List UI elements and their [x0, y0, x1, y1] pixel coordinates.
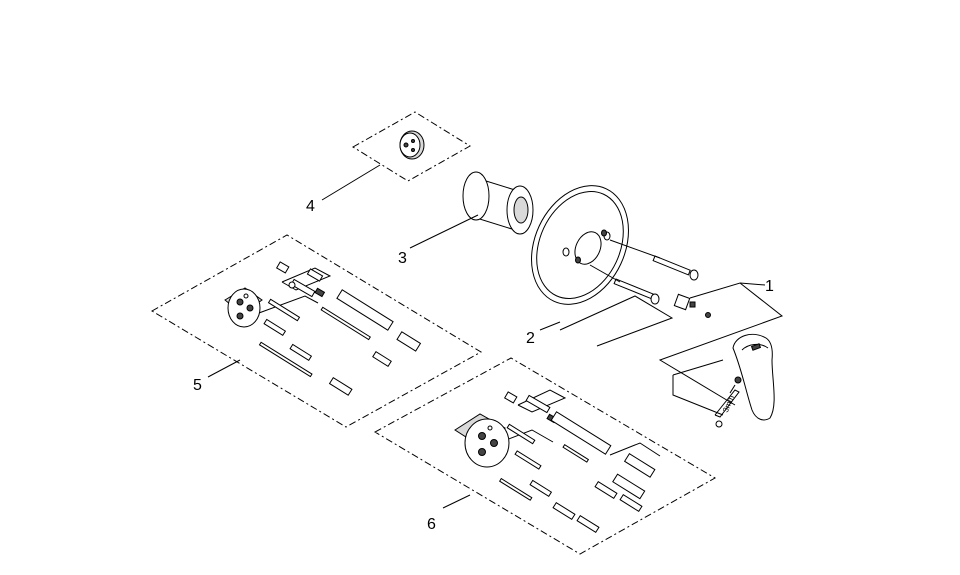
part-6-leader	[442, 494, 471, 509]
part-5-group	[151, 234, 482, 428]
part-4-leader	[321, 164, 381, 201]
callout-2: 2	[526, 330, 535, 347]
part-2-leader	[539, 321, 561, 331]
part-2-group	[531, 185, 699, 347]
part-4-frame	[352, 111, 471, 182]
part-1-bracket	[658, 282, 784, 406]
part-3-sleeve	[409, 171, 534, 249]
part-1-group: 3mm	[658, 282, 784, 428]
callout-1: 1	[765, 278, 774, 295]
part-5-cartridge	[224, 287, 263, 328]
part-4-disc	[399, 130, 425, 160]
callout-3: 3	[398, 250, 407, 267]
part-2-bracket	[559, 295, 674, 347]
part-5-frame	[151, 234, 482, 428]
hex-key-icon: 3mm	[714, 384, 740, 428]
part-6-small-parts	[498, 391, 656, 534]
part-4-group	[321, 111, 471, 201]
part-6-group	[373, 357, 717, 555]
part-3-leader	[409, 214, 479, 249]
hex-key-size-label: 3mm	[721, 394, 736, 414]
part-5-leader	[207, 359, 241, 378]
callout-6: 6	[427, 516, 436, 533]
handle-set-screw	[734, 376, 742, 384]
mounting-screw-upper	[652, 255, 699, 281]
callout-5: 5	[193, 377, 202, 394]
escutcheon-center-hole	[574, 231, 602, 265]
part-1-leader	[739, 282, 766, 286]
lever-handle	[732, 333, 775, 421]
handle-adapter	[673, 293, 711, 318]
part-6-frame	[373, 357, 717, 555]
part-5-small-parts	[258, 261, 422, 396]
callout-4: 4	[306, 198, 315, 215]
mounting-screw-lower	[613, 278, 660, 305]
part-6-cartridge	[454, 413, 510, 468]
